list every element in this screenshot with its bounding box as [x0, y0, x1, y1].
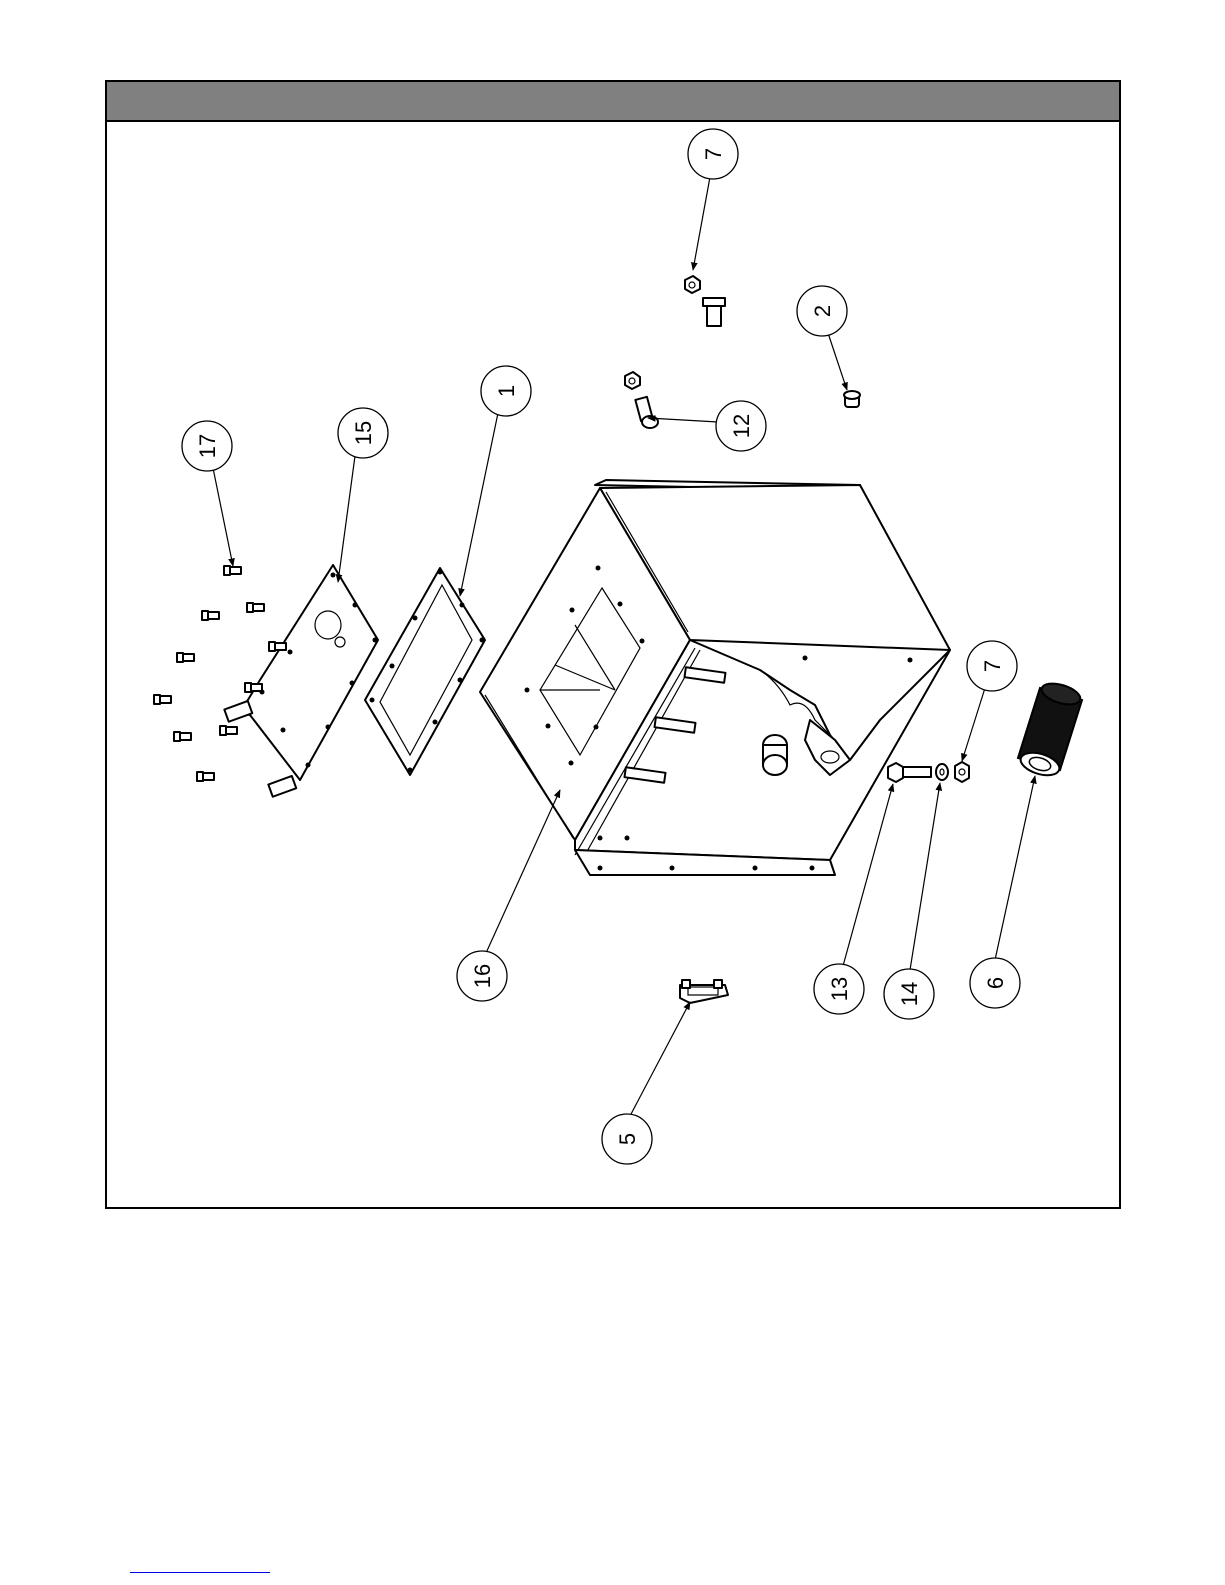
nut-part-12 — [625, 372, 640, 389]
cover-plate-part-15 — [224, 565, 378, 797]
footer-link-underline[interactable] — [130, 1572, 270, 1573]
svg-text:6: 6 — [983, 977, 1008, 989]
callout-12: 12 — [716, 401, 766, 451]
callout-1: 1 — [481, 366, 531, 416]
housing-part-16 — [480, 480, 950, 875]
filter-part-6 — [1018, 680, 1083, 780]
svg-text:5: 5 — [615, 1133, 640, 1145]
svg-text:17: 17 — [195, 434, 220, 458]
callout-5: 5 — [602, 1114, 652, 1164]
svg-text:7: 7 — [980, 660, 1005, 672]
callout-16: 16 — [457, 951, 507, 1001]
svg-text:1: 1 — [494, 385, 519, 397]
svg-text:15: 15 — [351, 421, 376, 445]
svg-text:2: 2 — [810, 305, 835, 317]
callout-7-bottom: 7 — [967, 641, 1017, 691]
svg-text:7: 7 — [701, 148, 726, 160]
callout-14: 14 — [884, 969, 934, 1019]
plug-part-2 — [844, 391, 860, 407]
gasket-part-1 — [365, 568, 485, 775]
callout-15: 15 — [338, 408, 388, 458]
callout-13: 13 — [814, 964, 864, 1014]
nut-part-7-top — [685, 276, 700, 293]
latch-part-5 — [680, 980, 728, 1003]
callout-6: 6 — [970, 958, 1020, 1008]
callout-7-top: 7 — [688, 129, 738, 179]
callout-2: 2 — [797, 286, 847, 336]
bolt-part-13 — [888, 763, 931, 782]
callout-17: 17 — [182, 421, 232, 471]
svg-text:14: 14 — [897, 982, 922, 1006]
nut-part-7-bottom — [955, 762, 969, 782]
svg-text:16: 16 — [470, 964, 495, 988]
washer-part-14 — [936, 764, 948, 780]
svg-text:12: 12 — [729, 414, 754, 438]
svg-text:13: 13 — [827, 977, 852, 1001]
bolt-part-12 — [635, 397, 658, 428]
bolt-top — [703, 298, 725, 326]
